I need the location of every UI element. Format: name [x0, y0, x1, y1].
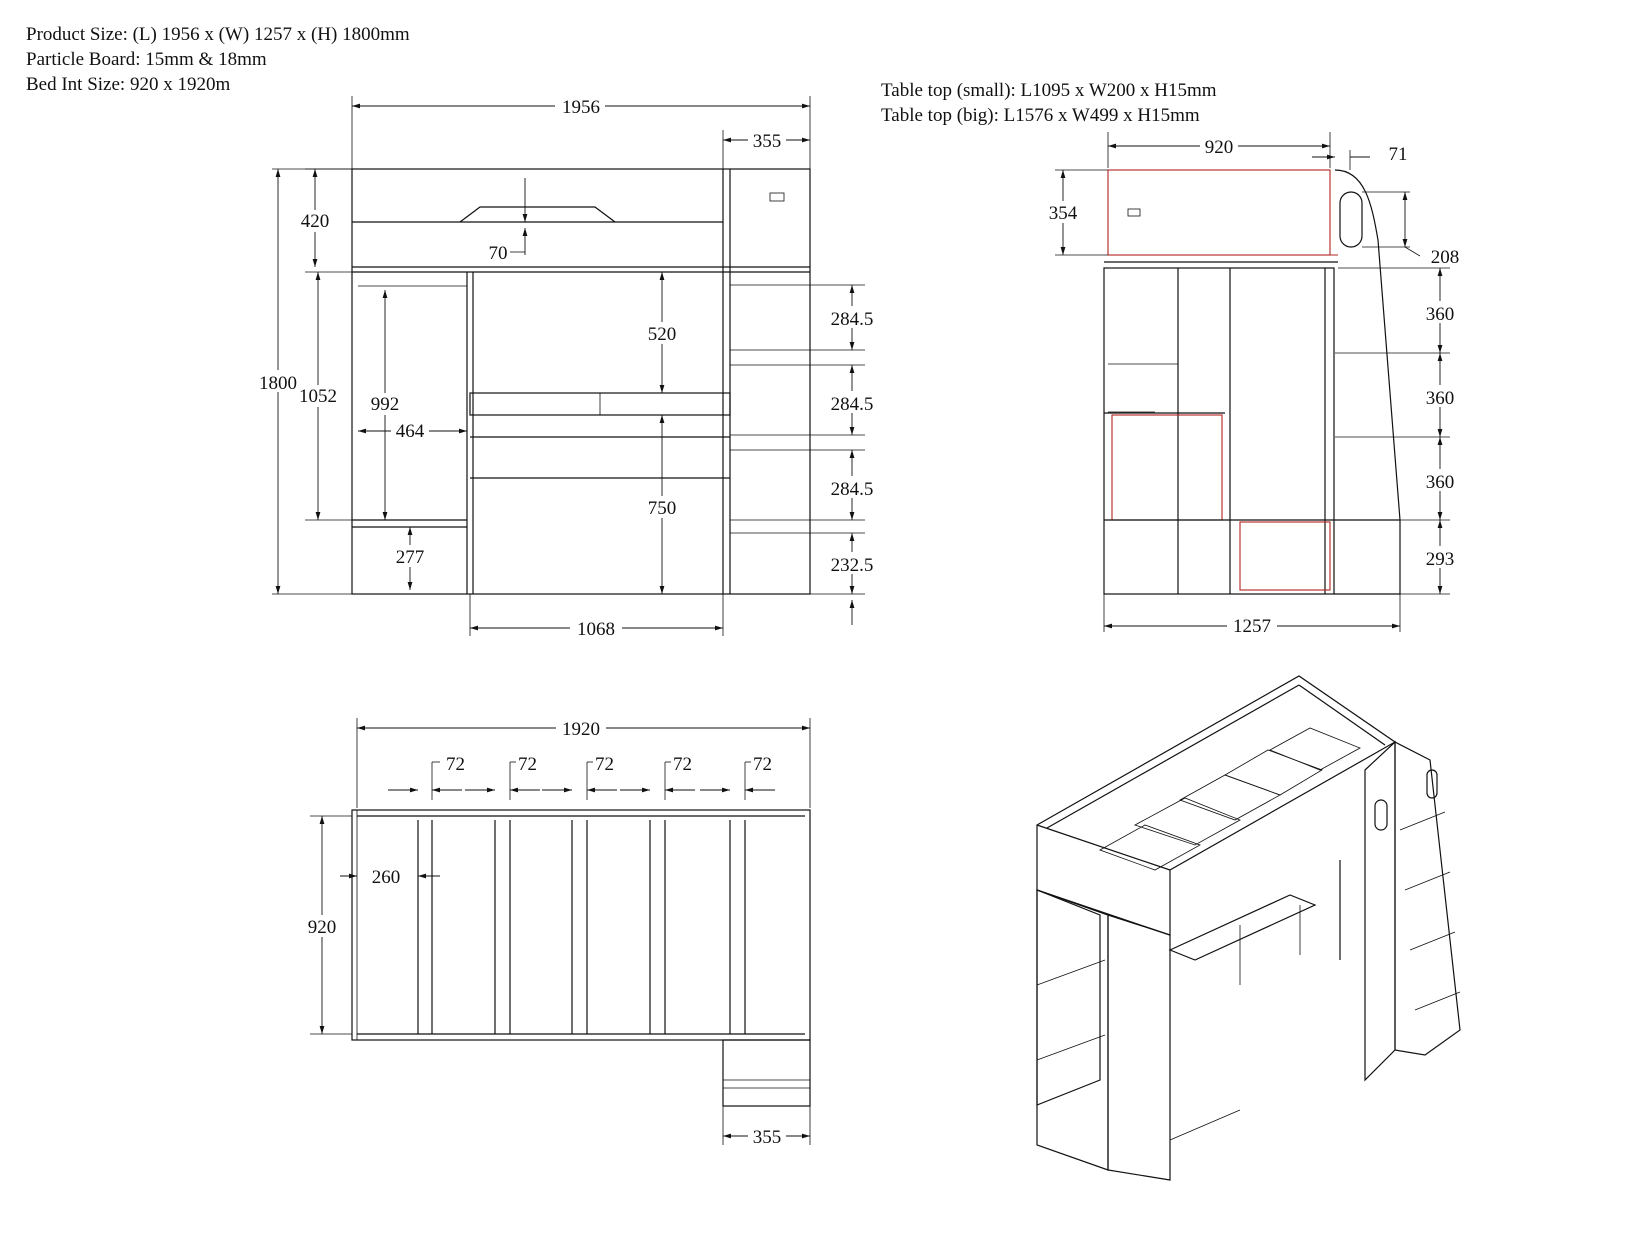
dim-total-height: 1800 [259, 373, 297, 394]
spec-bed-int-size: Bed Int Size: 920 x 1920m [26, 74, 231, 95]
dim-step-3: 284.5 [831, 479, 874, 500]
dim-shelf-1: 360 [1426, 304, 1455, 325]
dim-step-4: 232.5 [831, 555, 874, 576]
spec-product-size: Product Size: (L) 1956 x (W) 1257 x (H) … [26, 24, 410, 45]
dim-overall-width: 1257 [1233, 616, 1271, 637]
dim-under-bed-height: 1052 [299, 386, 337, 407]
spec-table-small: Table top (small): L1095 x W200 x H15mm [881, 80, 1217, 101]
dim-step-2: 284.5 [831, 394, 874, 415]
dim-rail-height: 420 [301, 211, 330, 232]
dim-cutout-depth: 70 [489, 243, 508, 264]
top-view: 1920 72 72 72 72 72 260 920 35 [303, 717, 811, 1148]
dim-wardrobe-height: 992 [371, 394, 400, 415]
spec-particle-board: Particle Board: 15mm & 18mm [26, 49, 267, 70]
dim-desk-height: 750 [648, 498, 677, 519]
dim-slat-5: 72 [753, 754, 772, 775]
dim-shelf-3: 360 [1426, 472, 1455, 493]
front-view: 1956 355 1800 420 1052 992 464 277 70 [256, 94, 877, 640]
side-view: 920 71 354 208 360 360 360 293 [1044, 132, 1460, 637]
table-top-specifications: Table top (small): L1095 x W200 x H15mm … [881, 78, 1217, 128]
dim-bed-width-top: 920 [308, 917, 337, 938]
dim-ladder-width-top: 355 [753, 1127, 782, 1148]
isometric-view [1036, 675, 1461, 1181]
spec-table-big: Table top (big): L1576 x W499 x H15mm [881, 105, 1200, 126]
dim-wardrobe-width: 464 [396, 421, 425, 442]
dim-ladder-offset: 71 [1389, 144, 1408, 165]
dim-shelf-2: 360 [1426, 388, 1455, 409]
dim-slat-1: 72 [446, 754, 465, 775]
dim-slat-4: 72 [673, 754, 692, 775]
dim-slat-gap: 260 [372, 867, 401, 888]
dim-overall-length: 1956 [562, 97, 600, 118]
dim-shelf-4: 293 [1426, 549, 1455, 570]
dim-desk-clearance: 520 [648, 324, 677, 345]
front-outline [351, 168, 811, 595]
dim-slat-2: 72 [518, 754, 537, 775]
dim-desk-width: 1068 [577, 619, 615, 640]
dim-bed-length: 1920 [562, 719, 600, 740]
dim-rail-height-side: 354 [1049, 203, 1078, 224]
dim-step-1: 284.5 [831, 309, 874, 330]
dim-slat-3: 72 [595, 754, 614, 775]
dim-ladder-width: 355 [753, 131, 782, 152]
dim-shelf-height: 277 [396, 547, 425, 568]
dim-bed-width: 920 [1205, 137, 1234, 158]
dim-handle-height: 208 [1431, 247, 1460, 268]
product-specifications: Product Size: (L) 1956 x (W) 1257 x (H) … [26, 22, 410, 97]
